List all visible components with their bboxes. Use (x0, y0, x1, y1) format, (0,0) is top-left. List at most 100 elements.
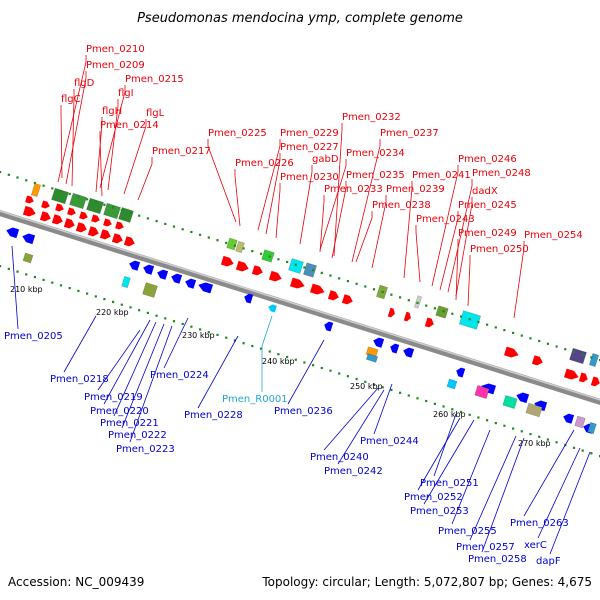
tick-upper-25 (216, 239, 219, 242)
tick-label-3: 230 kbp (182, 331, 215, 340)
forward-leader-30 (455, 239, 459, 301)
forward-leader-3 (71, 89, 75, 187)
tick-lower-50 (433, 402, 436, 405)
forward-cds-20 (424, 317, 434, 328)
reverse-cds-5 (157, 269, 169, 280)
reverse-gene-label: Pmen_0244 (360, 436, 419, 447)
tick-lower-63 (546, 438, 549, 441)
tick-upper-64 (555, 345, 558, 348)
tick-lower-46 (399, 391, 402, 394)
forward-leader-32 (467, 255, 471, 307)
tick-upper-28 (242, 247, 245, 250)
tick-lower-58 (503, 424, 506, 427)
tick-lower-16 (138, 309, 141, 312)
tick-upper-24 (207, 236, 210, 239)
tick-lower-54 (468, 413, 471, 416)
reverse-gene-label: Pmen_0251 (420, 478, 479, 489)
tick-upper-55 (477, 320, 480, 324)
tick-lower-66 (572, 446, 576, 449)
reverse-leader-14 (433, 413, 457, 477)
gene-block-14 (435, 305, 449, 319)
reverse-leader-17 (523, 429, 575, 517)
forward-leader-14 (257, 139, 281, 231)
gene-block-27 (588, 353, 600, 367)
backbone-line (0, 210, 600, 405)
tick-lower-44 (381, 386, 384, 389)
tick-lower-34 (294, 358, 297, 361)
reverse-leader-2 (63, 315, 97, 373)
reverse-leader-3 (97, 329, 141, 391)
tick-lower-24 (207, 331, 210, 334)
forward-leader-7 (95, 117, 103, 193)
forward-gene-label: Pmen_0229 (280, 128, 339, 139)
tick-lower-26 (225, 336, 228, 339)
forward-gene-label: Pmen_0214 (100, 120, 159, 131)
reverse-cds-3 (129, 260, 141, 271)
tick-upper-22 (190, 230, 193, 234)
forward-leader-11 (207, 139, 237, 223)
tick-lower-55 (477, 416, 480, 419)
tick-lower-67 (581, 449, 584, 452)
forward-cds-4 (63, 218, 75, 229)
reverse-gene-label: Pmen_0221 (100, 418, 159, 429)
reverse-cds-10 (324, 321, 334, 332)
tick-lower-43 (372, 383, 376, 386)
forward-cds-24 (578, 372, 588, 383)
tick-lower-15 (129, 306, 132, 309)
tick-lower-57 (494, 422, 497, 425)
tick-lower-14 (120, 303, 123, 306)
tick-upper-44 (381, 290, 384, 294)
forward-cds-11 (235, 260, 249, 272)
gene-block-17 (121, 275, 131, 289)
tick-label-2: 220 kbp (96, 308, 129, 317)
tick-upper-40 (346, 280, 349, 283)
forward-gene-label: Pmen_0232 (342, 112, 401, 123)
forward-gene-label: Pmen_0209 (86, 60, 145, 71)
forward-cds-25 (590, 376, 600, 387)
reverse-gene-label: Pmen_0253 (410, 506, 469, 517)
forward-cds-12 (251, 265, 263, 276)
forward-gene-label: flgD (74, 78, 95, 89)
gene-block-20 (365, 353, 379, 363)
tick-upper-6 (51, 187, 54, 190)
tick-upper-2 (16, 176, 19, 179)
tick-upper-33 (286, 260, 289, 264)
genome-backbone (0, 210, 600, 405)
tick-upper-19 (164, 222, 167, 225)
forward-leader-8 (123, 119, 147, 195)
tick-upper-26 (225, 241, 228, 244)
forward-cds-3 (51, 214, 63, 225)
tick-upper-14 (120, 209, 123, 212)
reverse-gene-label: Pmen_0220 (90, 406, 149, 417)
tick-upper-58 (503, 329, 506, 332)
tick-upper-49 (425, 304, 428, 307)
backbone-highlight (0, 210, 600, 401)
forward-gene-label: flgI (118, 88, 134, 99)
tick-lower-64 (555, 441, 558, 444)
tick-lower-29 (251, 344, 254, 348)
forward-gene-label: Pmen_0234 (346, 148, 405, 159)
tick-lower-49 (425, 399, 428, 403)
reverse-gene-label: Pmen_0258 (468, 554, 527, 565)
forward-cds-small-8 (115, 221, 124, 230)
tick-lower-27 (233, 339, 236, 342)
forward-cds-small-5 (79, 211, 88, 220)
tick-label-5: 250 kbp (350, 382, 383, 391)
tick-lower-39 (338, 372, 341, 375)
tick-upper-8 (68, 192, 71, 195)
reverse-leader-21 (481, 437, 525, 553)
reverse-cds-13 (403, 347, 415, 358)
tick-upper-68 (590, 356, 593, 359)
tick-lower-36 (312, 364, 315, 367)
tick-lower-12 (103, 298, 106, 301)
tick-label-1: 210 kbp (10, 285, 43, 294)
tick-upper-43 (372, 288, 376, 291)
tick-lower-20 (172, 320, 176, 323)
forward-cds-5 (75, 222, 87, 233)
forward-gene-label: Pmen_0230 (280, 172, 339, 183)
gene-block-8 (235, 240, 245, 254)
tick-upper-3 (25, 179, 28, 182)
feature-layer (6, 183, 600, 435)
reverse-gene-label: dapF (536, 556, 561, 567)
forward-cds-23 (564, 368, 579, 380)
